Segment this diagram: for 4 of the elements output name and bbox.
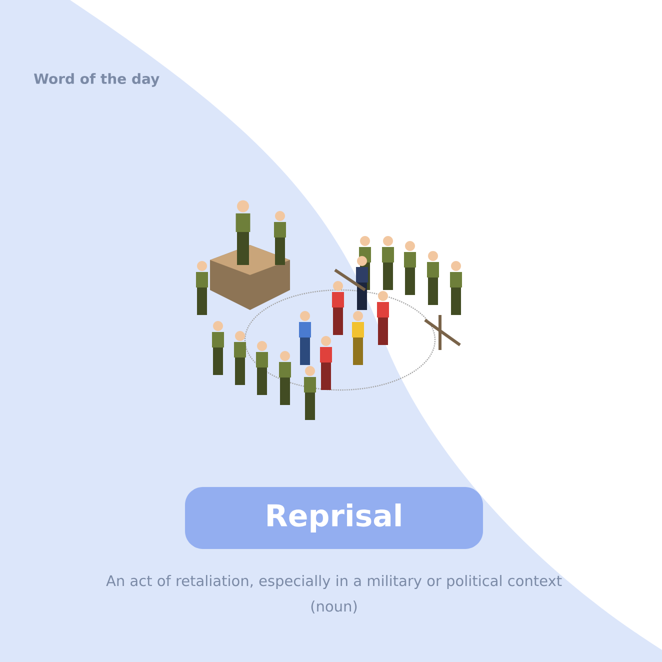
word-pill: Reprisal [185, 487, 483, 549]
subtitle: Word of the day [34, 73, 160, 87]
part-of-speech: (noun) [311, 600, 357, 614]
definition: An act of retaliation, especially in a military or political context [106, 574, 562, 589]
